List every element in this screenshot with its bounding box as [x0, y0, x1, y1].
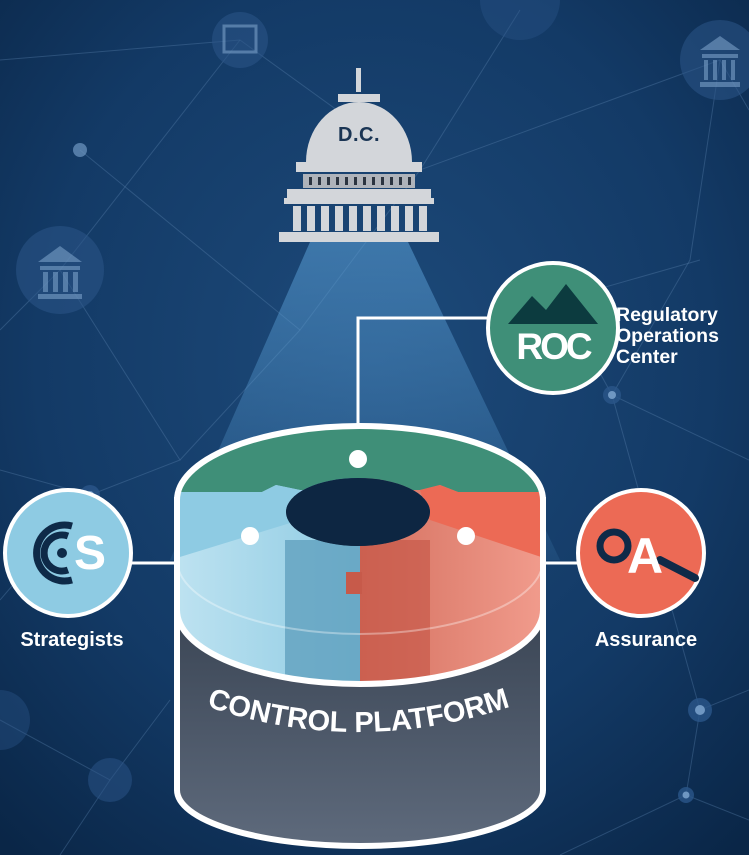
capitol-label: D.C.	[338, 124, 380, 146]
roc-badge-text: ROC	[516, 326, 592, 367]
strategists-anchor-dot	[241, 527, 259, 545]
roc-label: Regulatory Operations Center	[616, 305, 749, 368]
roc-label-line-2: Operations	[616, 325, 719, 347]
roc-anchor-dot	[349, 450, 367, 468]
network-nodes	[0, 0, 749, 803]
strategists-label: Strategists	[20, 629, 124, 651]
roc-badge	[486, 261, 620, 395]
strategists-badge-letter: S	[73, 527, 106, 580]
assurance-anchor-dot	[457, 527, 475, 545]
capitol-icon	[279, 68, 439, 242]
strategists-badge	[3, 488, 133, 618]
assurance-badge	[576, 488, 706, 618]
roc-label-line-3: Center	[616, 346, 678, 368]
assurance-label: Assurance	[594, 629, 698, 651]
assurance-badge-letter: A	[626, 528, 664, 584]
control-platform-cylinder: CONTROL PLATFORM	[174, 423, 546, 849]
roc-label-line-1: Regulatory	[616, 304, 718, 326]
roc-connector	[356, 316, 490, 459]
